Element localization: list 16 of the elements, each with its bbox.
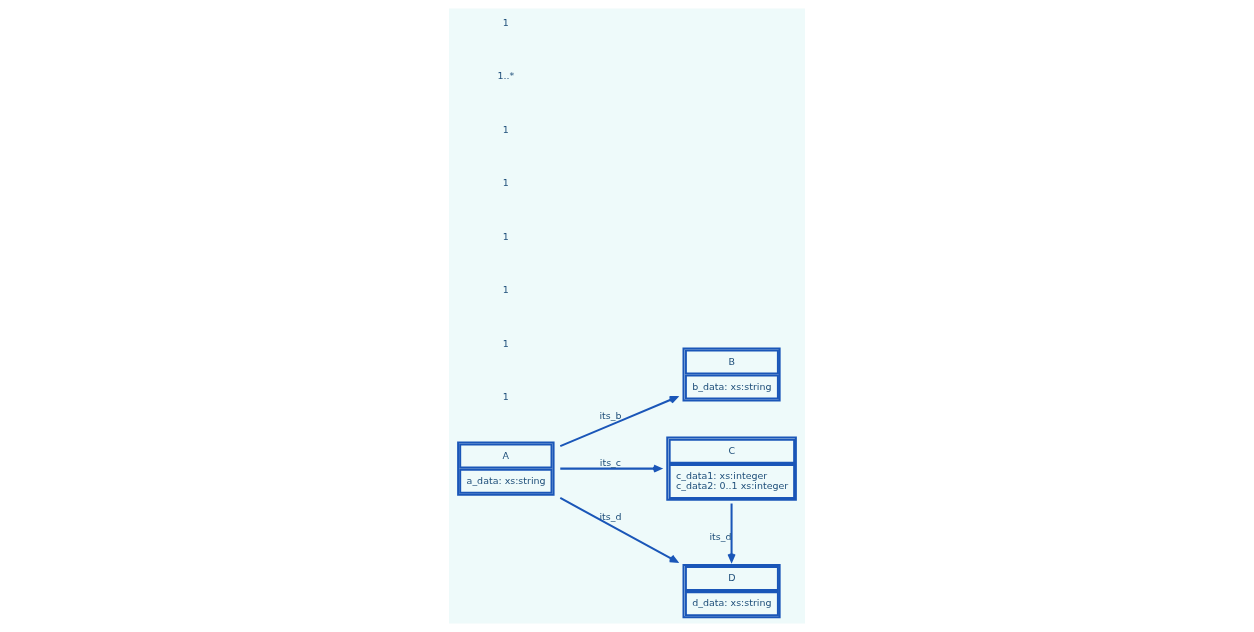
label: 1..* xyxy=(497,70,515,82)
label: 1 xyxy=(502,284,509,296)
label: 1 xyxy=(502,391,509,403)
arrow xyxy=(559,497,678,563)
edge-label: its_d xyxy=(709,531,732,543)
edge-label: its_b xyxy=(599,410,622,422)
label: 1 xyxy=(502,230,509,242)
arrow xyxy=(727,503,736,563)
edge-label: its_c xyxy=(599,457,622,469)
label: 1 xyxy=(502,337,509,349)
label: 1 xyxy=(502,177,509,189)
edge-label: its_d xyxy=(599,511,622,523)
arrow xyxy=(560,464,662,473)
label: 1 xyxy=(502,123,509,135)
arrow xyxy=(559,395,678,448)
label: 1 xyxy=(502,16,509,28)
